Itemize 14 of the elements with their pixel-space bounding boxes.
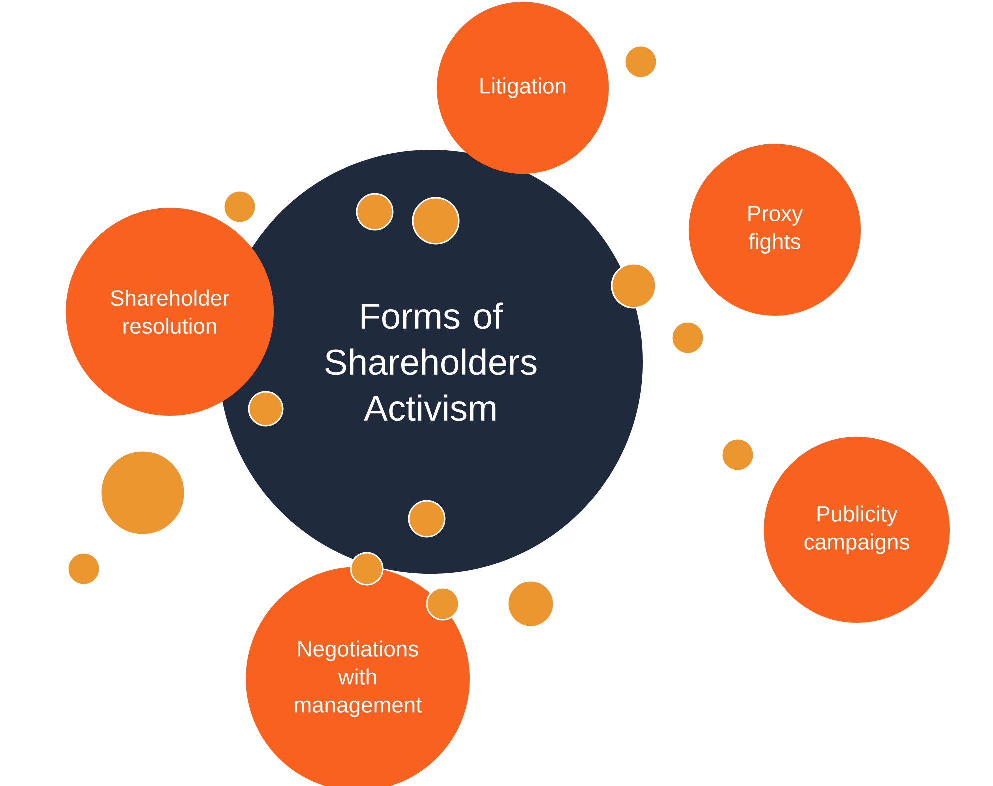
decor-dot xyxy=(721,438,755,472)
decor-dot xyxy=(356,193,394,231)
decor-dot xyxy=(624,45,658,79)
decor-dot xyxy=(67,552,101,586)
decor-dot xyxy=(248,391,284,427)
decor-dot xyxy=(671,321,705,355)
decor-dot xyxy=(611,263,657,309)
decor-dot xyxy=(426,587,460,621)
decor-dot xyxy=(408,500,446,538)
decor-dot xyxy=(223,190,257,224)
decor-dot xyxy=(100,450,186,536)
decor-dot xyxy=(507,580,555,628)
decor-dot xyxy=(412,197,460,245)
decor-dot xyxy=(350,552,384,586)
